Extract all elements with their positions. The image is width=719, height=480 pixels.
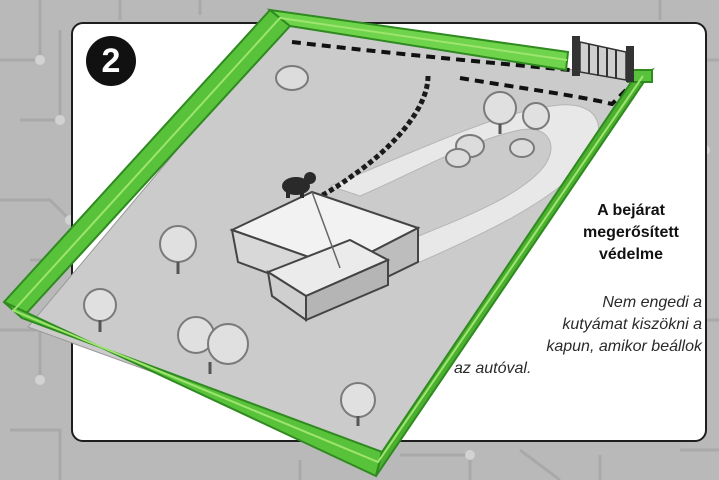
- step-number-badge: 2: [86, 36, 136, 86]
- description-text: Nem engedi a kutyámat kiszökni a kapun, …: [440, 292, 702, 380]
- description-line: Nem engedi a: [440, 292, 702, 314]
- description-line: az autóval.: [440, 358, 702, 380]
- headline-line: megerősített: [560, 222, 702, 244]
- description-line: kapun, amikor beállok: [440, 336, 702, 358]
- description-line: kutyámat kiszökni a: [440, 314, 702, 336]
- headline: A bejárat megerősített védelme: [560, 200, 702, 266]
- headline-line: védelme: [560, 244, 702, 266]
- headline-line: A bejárat: [560, 200, 702, 222]
